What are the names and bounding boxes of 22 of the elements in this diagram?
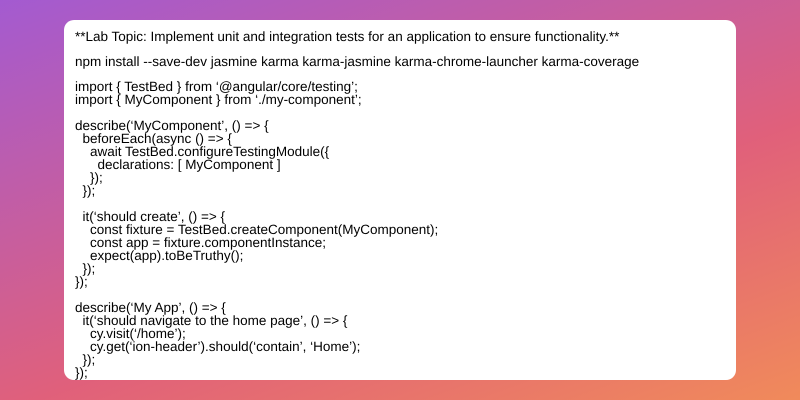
code-line: import { MyComponent } from ‘./my-component’; (75, 93, 362, 106)
code-line: import { TestBed } from ‘@angular/core/testing’; (75, 80, 358, 93)
code-line: const fixture = TestBed.createComponent(MyComponent); (90, 223, 438, 236)
code-line: it(‘should create’, () => { (82, 210, 226, 223)
code-line: beforeEach(async () => { (82, 132, 232, 145)
code-line: }); (75, 275, 88, 288)
code-line: }); (82, 353, 96, 366)
code-line: npm install --save-dev jasmine karma karma-jasmine karma-chrome-launcher karma-coverage (75, 55, 640, 68)
code-line: const app = fixture.componentInstance; (89, 236, 326, 249)
code-line: }); (89, 171, 103, 184)
code-line: await TestBed.configureTestingModule({ (90, 145, 330, 158)
code-line: }); (75, 366, 88, 379)
topic-heading: **Lab Topic: Implement unit and integration tests for an application to ensure functionality.** (75, 28, 620, 45)
code-line: expect(app).toBeTruthy(); (89, 249, 244, 262)
code-line: describe(‘My App’, () => { (75, 301, 226, 314)
code-line: declarations: [ MyComponent ] (96, 158, 281, 171)
code-line: }); (82, 262, 96, 275)
code-line: describe(‘MyComponent’, () => { (75, 119, 269, 132)
code-line: cy.visit(‘/home’); (90, 327, 186, 340)
code-line: cy.get(‘ion-header’).should(‘contain’, ‘Home’); (89, 340, 360, 353)
code-line: }); (82, 184, 96, 197)
code-line: it(‘should navigate to the home page’, () => { (82, 314, 348, 327)
